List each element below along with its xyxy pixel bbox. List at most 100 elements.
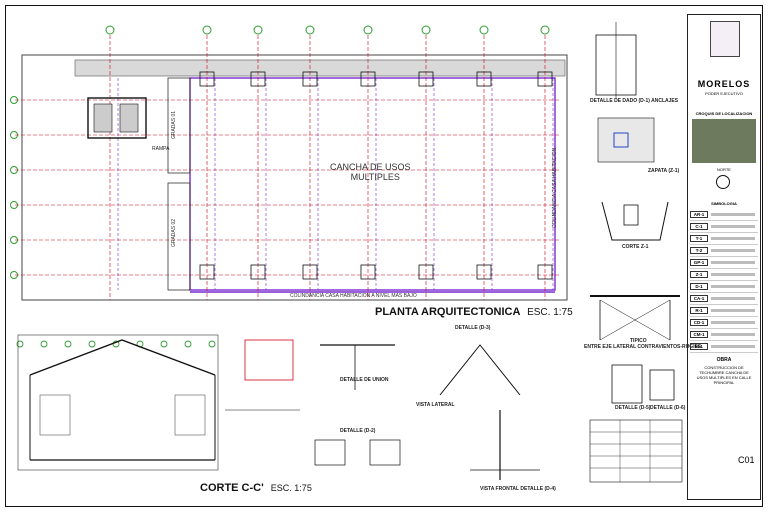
axis-marker [105,25,115,35]
column-footing [250,71,266,87]
column-footing [418,264,434,280]
logo [710,21,740,57]
axis-marker [184,340,192,348]
d3-label: DETALLE (D-3) [455,325,491,331]
axis-marker [421,25,431,35]
north-label: NORTE [717,167,731,172]
brand-sub: PODER EJECUTIVO [705,91,743,96]
legend-code: CA-1 [690,295,708,302]
legend-text-placeholder [711,345,755,348]
title-block: MORELOS PODER EJECUTIVO CROQUIS DE LOCAL… [687,14,761,500]
zapata-label: ZAPATA (Z-1) [648,168,680,174]
union-label: DETALLE DE UNION [340,377,389,383]
entre-eje-label: ENTRE EJE LATERAL CONTRAVIENTOS-RUGIES [584,344,702,350]
legend-text-placeholder [711,333,755,336]
vista-frontal-label: VISTA FRONTAL DETALLE (D-4) [480,486,556,492]
court-outline [189,77,556,291]
obra-label: OBRA [716,357,732,363]
axis-marker [202,25,212,35]
stands-01-label: GRADAS 01 [171,110,178,140]
axis-marker [305,25,315,35]
legend-row: Z-1 [690,269,758,281]
axis-marker [253,25,263,35]
column-footing [302,71,318,87]
column-footing [360,264,376,280]
section-scale: ESC. 1:75 [270,483,312,493]
structural-grid [15,35,560,300]
legend-row: T-2 [690,245,758,257]
sheet-code: C01 [738,455,755,465]
column-footing [537,264,553,280]
legend-code: D-1 [690,283,708,290]
section-title-text: CORTE C-C' [200,482,264,494]
legend-code: CD-1 [690,319,708,326]
detail-dado-label: DETALLE DE DADO (D-1) ANCLAJES [590,98,679,104]
column-footing [199,264,215,280]
stands-02 [167,182,191,291]
legend-code: T-2 [690,247,708,254]
column-footing [360,71,376,87]
legend-code: CM-1 [690,331,708,338]
column-footing [199,71,215,87]
column-footing [476,264,492,280]
legend-code: R-1 [690,307,708,314]
column-footing [537,71,553,87]
boundary-bottom-label: COLINDANCIA CASA HABITACION A NIVEL MAS … [290,293,417,299]
legend-row: AR-1 [690,209,758,221]
ramp-label: RAMPA [152,146,170,152]
axis-marker [16,340,24,348]
section-drawing [17,334,300,471]
legend-text-placeholder [711,297,755,300]
plan-outline [21,54,568,301]
legend-row: CA-1 [690,293,758,305]
legend-row: M-1 [690,341,758,353]
legend-text-placeholder [711,309,755,312]
legend-text-placeholder [711,273,755,276]
court-label-line2: MULTIPLES [350,172,400,182]
d5-label: DETALLE (D-5) [615,405,651,411]
location-map [692,119,756,163]
column-footing [418,71,434,87]
d6-label: DETALLE (D-6) [650,405,686,411]
legend-text-placeholder [711,249,755,252]
legend-code: C-1 [690,223,708,230]
brand-name: MORELOS [697,79,751,89]
column-footing [302,264,318,280]
column-footing [250,264,266,280]
legend-title: SIMBOLOGIA [711,201,737,206]
column-footing [476,71,492,87]
legend-row: GP-1 [690,257,758,269]
axis-marker [540,25,550,35]
legend-row: R-1 [690,305,758,317]
legend-text-placeholder [711,213,755,216]
tipico-label: TIPICO [630,338,647,344]
legend-code: M-1 [690,343,708,350]
legend-code: AR-1 [690,211,708,218]
column-footings [199,71,553,280]
plan-title: PLANTA ARQUITECTONICA ESC. 1:75 [375,306,573,318]
d2-label: DETALLE (D-2) [340,428,376,434]
location-label: CROQUIS DE LOCALIZACION [695,111,753,116]
legend-row: T-1 [690,233,758,245]
stands-02-label: GRADAS 02 [171,218,178,248]
vista-lateral-label: VISTA LATERAL [416,402,455,408]
axis-marker [64,340,72,348]
north-arrow-icon [716,175,730,189]
legend-row: CM-1 [690,329,758,341]
axis-marker [208,340,216,348]
legend-code: Z-1 [690,271,708,278]
legend-text-placeholder [711,261,755,264]
stands-01 [167,77,191,174]
axis-marker [479,25,489,35]
boundary-right-label: COLINDANCIA CASA HABITACION [552,147,559,229]
detail-drawings [244,22,683,483]
section-title: CORTE C-C' ESC. 1:75 [200,482,312,494]
boundary-wall-top [74,59,566,77]
court-label-line1: CANCHA DE USOS [330,162,411,172]
axis-marker [40,340,48,348]
legend-row: CD-1 [690,317,758,329]
legend-text-placeholder [711,237,755,240]
